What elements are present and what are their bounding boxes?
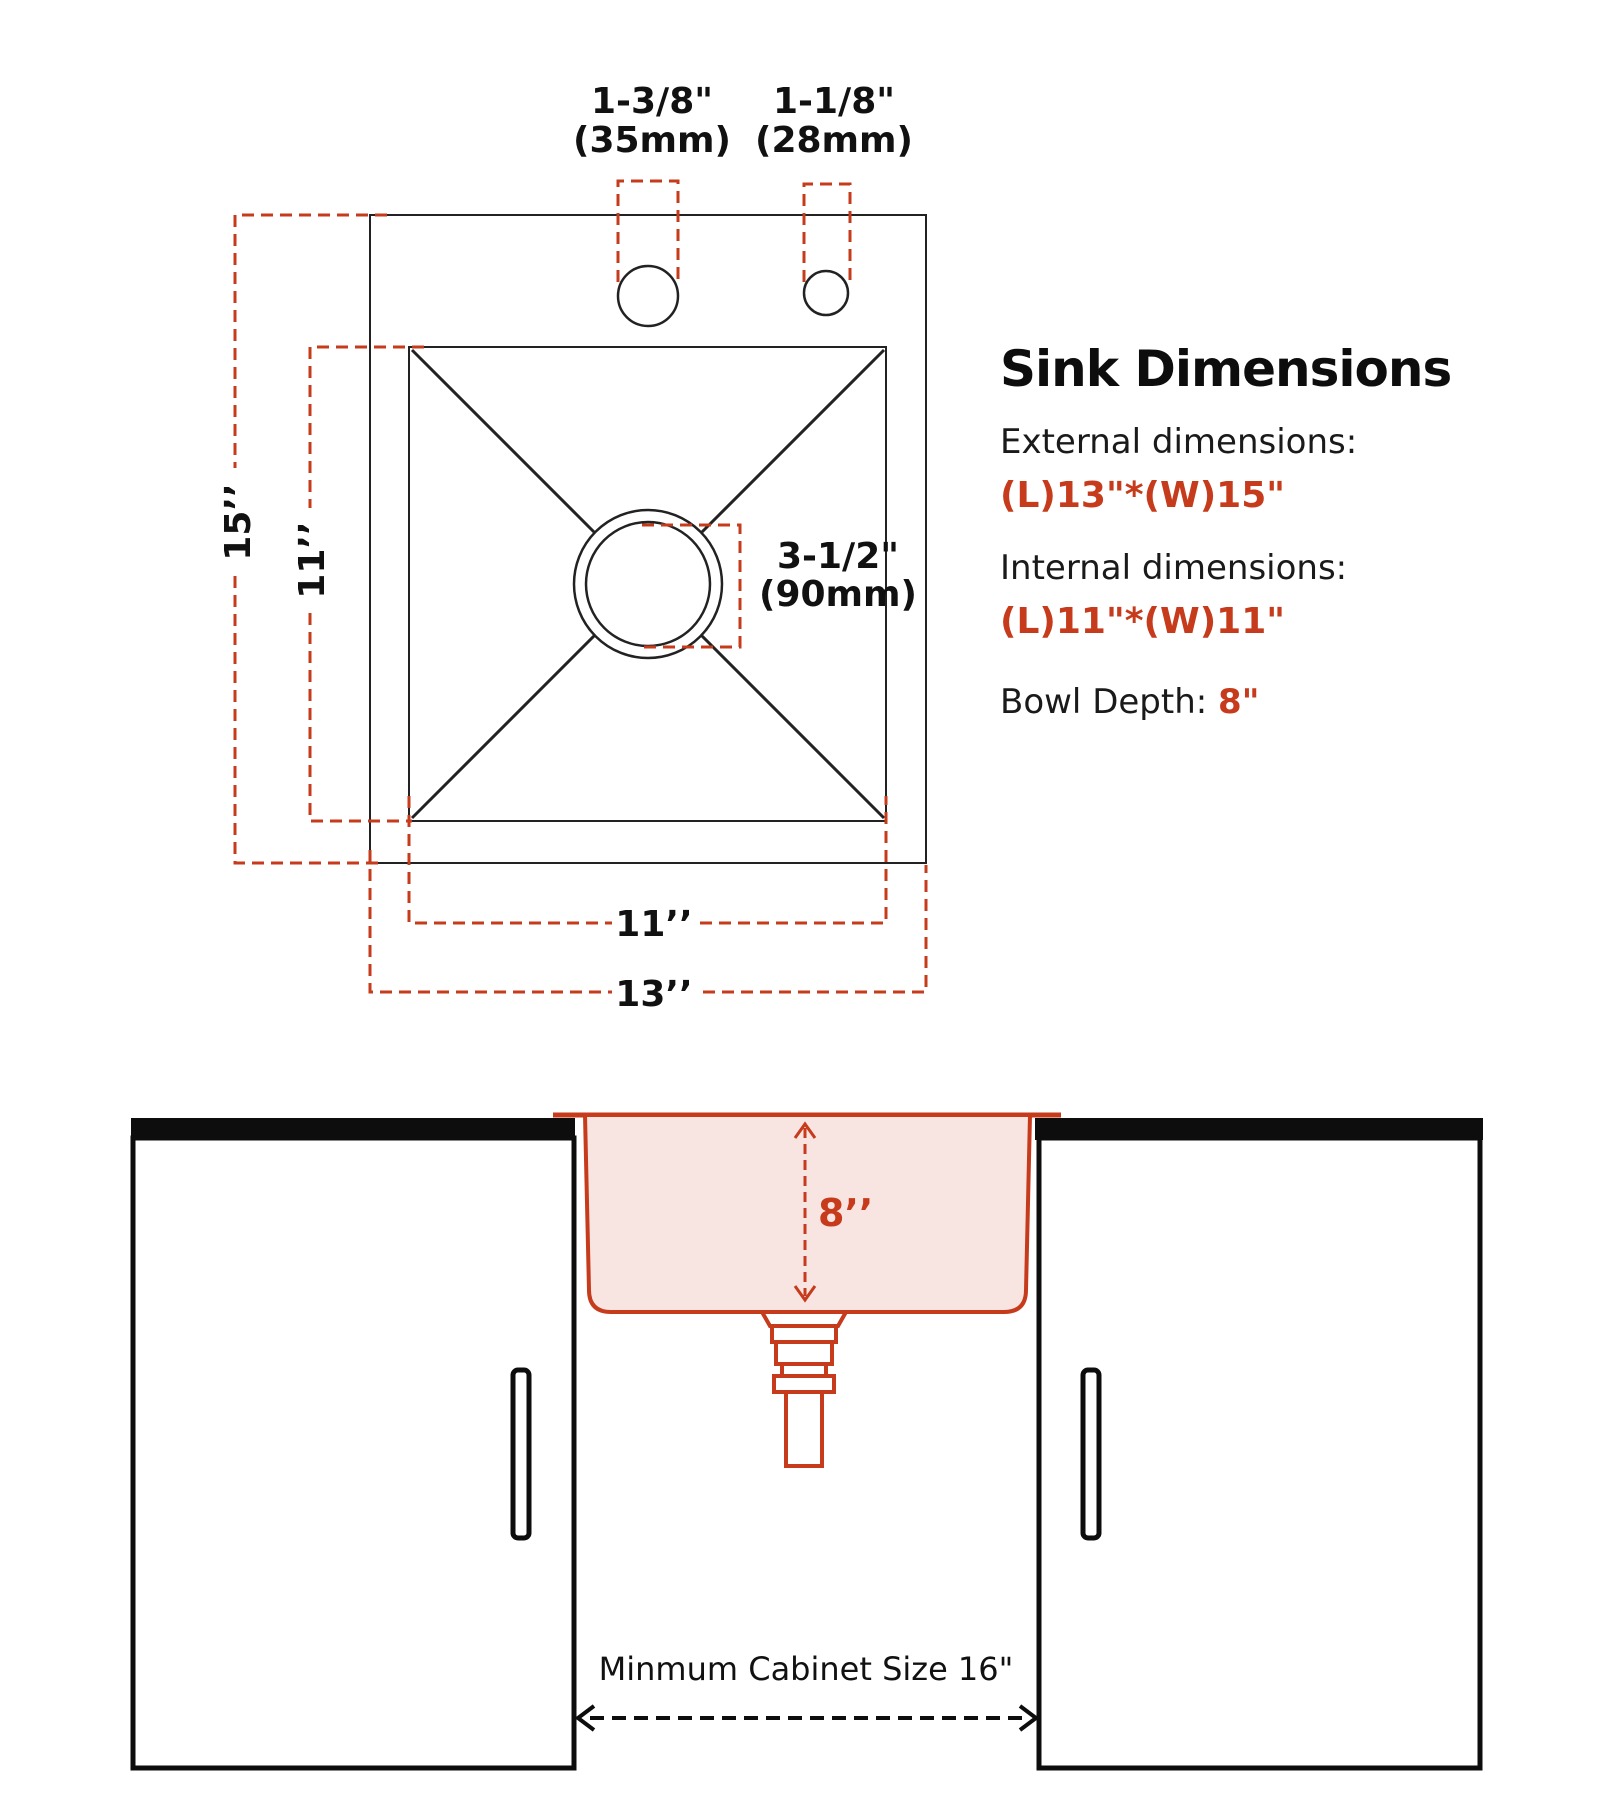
drain-size-label: 3-1/2" (777, 536, 899, 577)
external-dimensions-label: External dimensions: (1000, 422, 1358, 462)
outer-height-label: 15’’ (218, 483, 259, 560)
drain-inner-ring (584, 520, 712, 648)
outer-width-label: 13’’ (615, 974, 692, 1015)
cabinet-left (130, 1135, 577, 1771)
cabinet-left-handle (510, 1367, 532, 1541)
faucet-hole-large (616, 264, 680, 328)
cabinet-size-arrow (574, 1704, 1040, 1732)
internal-dimensions-value: (L)11"*(W)11" (1000, 601, 1285, 642)
inner-height-label: 11’’ (292, 521, 333, 598)
bowl-slope-lines (410, 348, 886, 820)
cabinet-right (1036, 1135, 1483, 1771)
bowl-depth-value: 8" (1218, 682, 1260, 722)
sink-bowl-outline (408, 346, 887, 822)
drain-mm-label: (90mm) (759, 574, 917, 615)
hole-left-size-label: 1-3/8" (591, 81, 713, 122)
drain-bracket (642, 523, 742, 649)
countertop-right (1035, 1118, 1483, 1140)
sink-outer-outline (369, 214, 927, 864)
hole-right-bracket (802, 182, 852, 282)
top-view: 1-3/8" (35mm) 1-1/8" (28mm) 3-1/2" (90mm… (216, 81, 928, 1015)
inner-width-label: 11’’ (615, 904, 692, 945)
cabinet-size-label: Minmum Cabinet Size 16" (599, 1650, 1014, 1688)
hole-right-mm-label: (28mm) (755, 120, 913, 161)
side-view: 8’’ Minmum Cabinet Size 16" (130, 1112, 1483, 1771)
sink-bowl-side (582, 1113, 1033, 1314)
hole-left-mm-label: (35mm) (573, 120, 731, 161)
countertop-left (131, 1118, 575, 1140)
cabinet-right-handle (1080, 1367, 1102, 1541)
panel-title: Sink Dimensions (1000, 340, 1452, 398)
hole-left-bracket (616, 179, 680, 282)
faucet-hole-small (802, 269, 850, 317)
bowl-depth-text: Bowl Depth: (1000, 682, 1208, 722)
bowl-depth-row: Bowl Depth: 8" (1000, 682, 1560, 722)
internal-dimensions-label: Internal dimensions: (1000, 548, 1348, 588)
dimensions-panel: Sink Dimensions External dimensions: (L)… (1000, 340, 1560, 722)
external-dimensions-value: (L)13"*(W)15" (1000, 475, 1285, 516)
drain-pipe (758, 1310, 850, 1468)
hole-right-size-label: 1-1/8" (773, 81, 895, 122)
depth-arrow (793, 1121, 817, 1303)
bowl-depth-label: 8’’ (818, 1191, 873, 1235)
